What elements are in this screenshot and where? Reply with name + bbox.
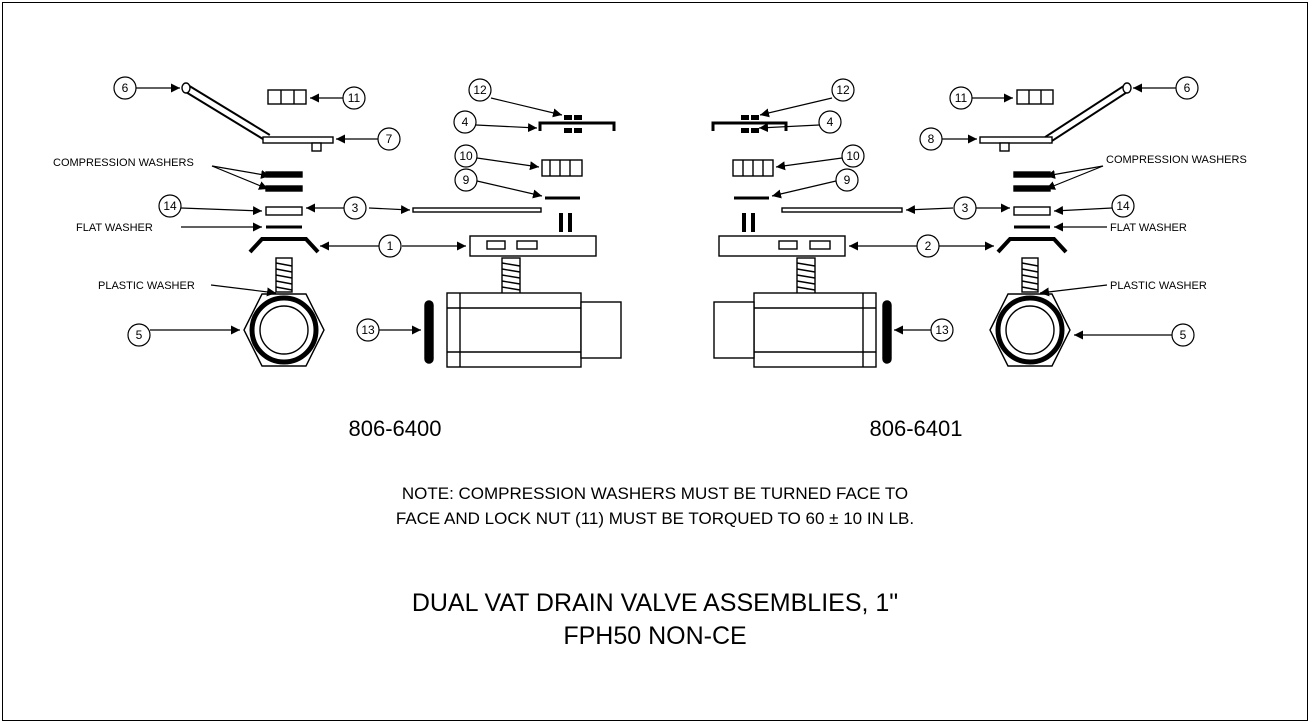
spacer-part xyxy=(541,159,583,177)
compression-washers-part xyxy=(265,171,303,192)
title-line-2: FPH50 NON-CE xyxy=(563,622,746,650)
callout-14-right: 14 xyxy=(1116,199,1130,213)
screws-part xyxy=(564,115,582,133)
hex-fitting-part xyxy=(243,293,325,367)
callout-13-left: 13 xyxy=(361,323,375,337)
washer-14-part xyxy=(1013,206,1051,216)
callout-4-right: 4 xyxy=(827,115,834,129)
part-labels: COMPRESSION WASHERS FLAT WASHER PLASTIC … xyxy=(53,154,1247,292)
callout-10-right: 10 xyxy=(846,149,860,163)
label-flat-washer-left: FLAT WASHER xyxy=(76,222,153,234)
bracket-part xyxy=(979,136,1053,152)
callouts xyxy=(113,76,1199,347)
label-compression-washers-left: COMPRESSION WASHERS xyxy=(53,157,194,169)
callout-12-right: 12 xyxy=(836,83,850,97)
rod-part xyxy=(781,207,903,213)
callout-14-left: 14 xyxy=(163,199,177,213)
callout-numbers: 6 11 7 14 3 1 5 13 12 4 10 9 6 11 8 14 3… xyxy=(122,81,1191,342)
valve-stem-part xyxy=(501,257,521,295)
handle-part xyxy=(1044,82,1132,144)
label-flat-washer-right: FLAT WASHER xyxy=(1110,222,1187,234)
callout-9-right: 9 xyxy=(844,173,851,187)
callout-11-left: 11 xyxy=(348,91,361,105)
callout-8: 8 xyxy=(928,132,935,146)
callout-4-left: 4 xyxy=(462,115,469,129)
callout-6-right: 6 xyxy=(1184,81,1191,95)
label-plastic-washer-right: PLASTIC WASHER xyxy=(1110,280,1207,292)
clip-part xyxy=(538,121,616,131)
valve-stem-part xyxy=(796,257,816,295)
callout-5-left: 5 xyxy=(136,328,143,342)
stem-part xyxy=(275,257,293,293)
label-plastic-washer-left: PLASTIC WASHER xyxy=(98,280,195,292)
handle-part xyxy=(181,82,271,142)
base-plate-part xyxy=(248,237,320,254)
valve-body-part xyxy=(713,292,877,368)
model-number-left: 806-6400 xyxy=(349,416,442,441)
callout-13-right: 13 xyxy=(935,323,949,337)
callout-5-right: 5 xyxy=(1180,328,1187,342)
stem-part xyxy=(1021,257,1039,293)
leader-lines xyxy=(136,83,1176,340)
washer-14-part xyxy=(265,206,303,216)
callout-10-left: 10 xyxy=(459,149,473,163)
callout-11-right: 11 xyxy=(955,91,968,105)
label-compression-washers-right: COMPRESSION WASHERS xyxy=(1106,154,1247,166)
callout-3-right: 3 xyxy=(962,201,969,215)
callout-7: 7 xyxy=(386,132,393,146)
callout-6-left: 6 xyxy=(122,81,129,95)
model-number-right: 806-6401 xyxy=(870,416,963,441)
o-ring-part xyxy=(882,300,892,364)
callout-9-left: 9 xyxy=(463,173,470,187)
spacer-part xyxy=(732,159,774,177)
base-plate-part xyxy=(996,237,1068,254)
note-line-1: NOTE: COMPRESSION WASHERS MUST BE TURNED… xyxy=(402,484,908,503)
title-line-1: DUAL VAT DRAIN VALVE ASSEMBLIES, 1" xyxy=(412,589,898,617)
o-ring-part xyxy=(424,300,434,364)
note-line-2: FACE AND LOCK NUT (11) MUST BE TORQUED T… xyxy=(396,509,914,528)
callout-12-left: 12 xyxy=(473,83,487,97)
lock-nut-part xyxy=(267,89,307,105)
lever-plate-part xyxy=(469,235,597,257)
rod-part xyxy=(412,207,542,213)
callout-1: 1 xyxy=(387,239,394,253)
right-assembly xyxy=(711,82,1132,368)
bracket-part xyxy=(262,136,334,152)
valve-body-part xyxy=(446,292,622,368)
lock-nut-part xyxy=(1016,89,1054,105)
callout-2: 2 xyxy=(925,239,932,253)
left-assembly xyxy=(181,82,622,368)
screws-part xyxy=(741,115,759,133)
compression-washers-part xyxy=(1013,171,1051,192)
hex-fitting-part xyxy=(989,293,1071,367)
lever-plate-part xyxy=(718,235,846,257)
callout-3-left: 3 xyxy=(352,201,359,215)
